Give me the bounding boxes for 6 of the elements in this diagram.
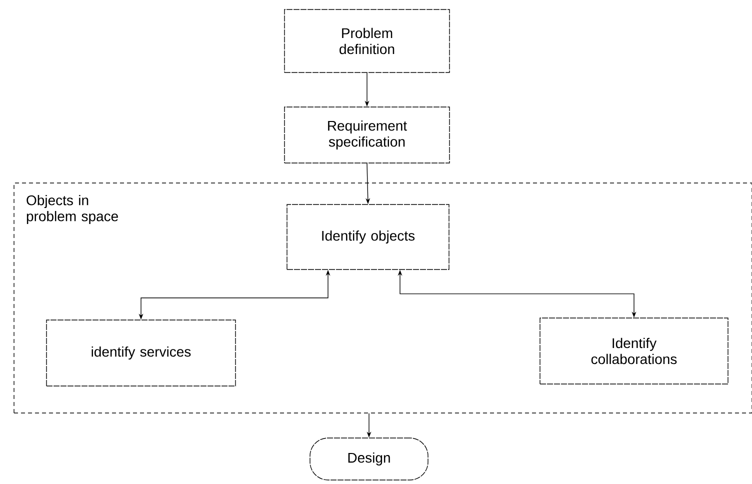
process-box: Requirement specification	[284, 106, 450, 164]
process-box: identify services	[46, 320, 236, 386]
process-box: Problem definition	[284, 9, 450, 73]
terminal-box: Design	[310, 438, 428, 480]
process-box: Identify collaborations	[540, 318, 728, 384]
process-box: Identify objects	[286, 204, 450, 270]
